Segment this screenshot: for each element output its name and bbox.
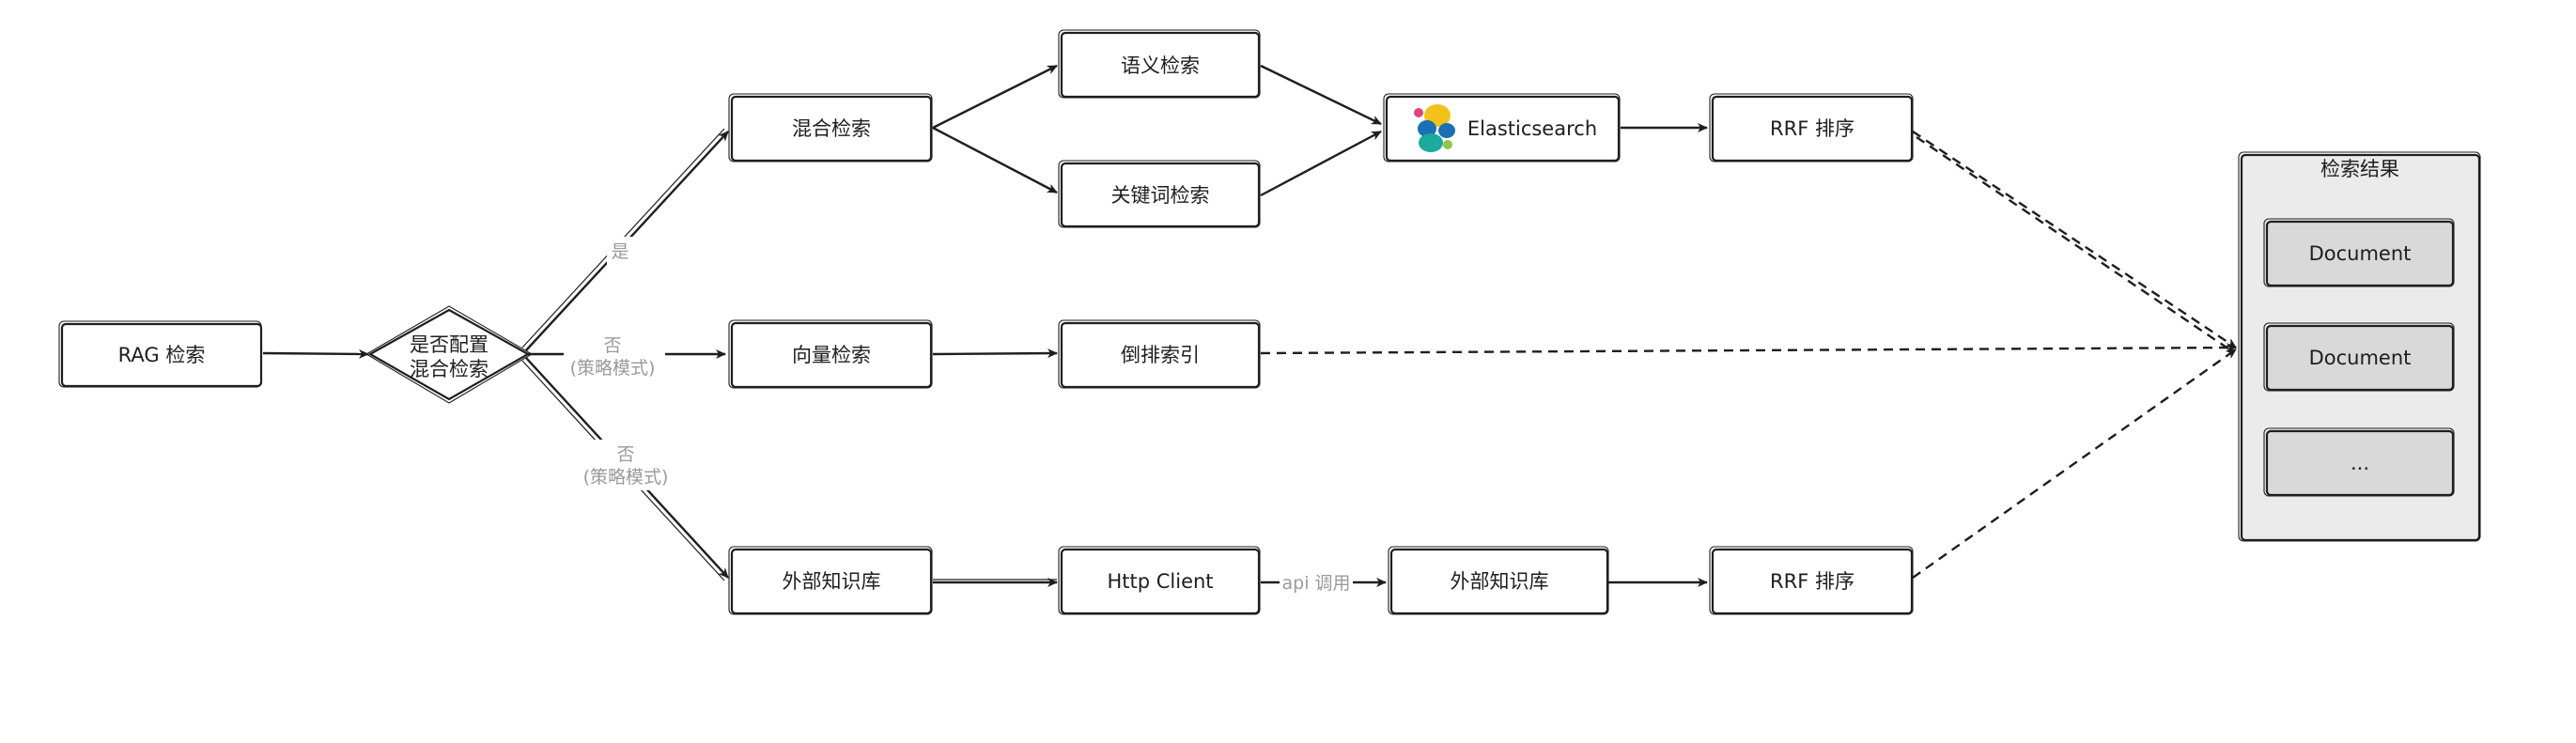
edge-labels: 是 否 (策略模式) 否 (策略模式) api 调用 [564,237,1351,594]
node-inverted-index[interactable]: 倒排索引 [1058,319,1261,389]
node-semantic-label: 语义检索 [1121,54,1200,77]
result-item-label: Document [2309,242,2412,265]
node-external-kb-1-label: 外部知识库 [783,570,881,593]
node-hybrid-label: 混合检索 [792,117,871,140]
edge-label-no-1: 否 [603,335,621,356]
node-external-kb-2[interactable]: 外部知识库 [1388,546,1609,615]
edge-rrf-bottom-to-results [1912,348,2237,579]
node-elasticsearch[interactable]: Elasticsearch [1383,93,1621,163]
edge-label-no-2-strategy: (策略模式) [583,467,669,488]
elasticsearch-logo-icon [1414,104,1455,152]
edge-semantic-to-es [1260,64,1382,126]
edge-hybrid-to-semantic [932,64,1058,130]
result-item[interactable]: ... [2263,427,2455,497]
node-decision-line1: 是否配置 [410,333,489,356]
node-inverted-index-label: 倒排索引 [1121,344,1200,366]
node-hybrid[interactable]: 混合检索 [728,93,933,163]
edge-index-to-results [1260,343,2237,355]
node-keyword[interactable]: 关键词检索 [1058,160,1261,228]
node-decision-line2: 混合检索 [410,358,489,380]
node-decision[interactable]: 是否配置 混合检索 [365,305,534,404]
node-vector[interactable]: 向量检索 [728,319,933,389]
node-rag-label: RAG 检索 [118,344,206,366]
node-external-kb-1[interactable]: 外部知识库 [728,546,933,615]
node-rrf-top[interactable]: RRF 排序 [1709,93,1914,163]
node-rrf-top-label: RRF 排序 [1770,117,1854,140]
results-panel: 检索结果 Document Document ... [2238,151,2481,542]
node-semantic[interactable]: 语义检索 [1058,29,1261,99]
edge-label-yes: 是 [611,241,628,262]
node-keyword-label: 关键词检索 [1111,184,1210,207]
result-item[interactable]: Document [2263,218,2455,287]
node-vector-label: 向量检索 [792,344,871,366]
edge-rag-to-decision [262,348,369,359]
edge-hybrid-to-keyword [932,126,1058,194]
node-rrf-bottom[interactable]: RRF 排序 [1709,546,1914,615]
node-rag[interactable]: RAG 检索 [58,320,263,388]
node-external-kb-2-label: 外部知识库 [1451,570,1549,593]
node-http-client-label: Http Client [1107,570,1213,593]
edge-vector-to-index [932,348,1058,359]
result-item-label: ... [2351,452,2369,474]
edge-label-api-call: api 调用 [1281,573,1350,594]
edge-label-no-2: 否 [616,444,634,465]
node-elasticsearch-label: Elasticsearch [1467,117,1597,140]
edge-keyword-to-es [1260,130,1382,197]
results-title: 检索结果 [2320,158,2399,180]
node-http-client[interactable]: Http Client [1058,546,1261,615]
node-rrf-bottom-label: RRF 排序 [1770,570,1854,593]
result-item-label: Document [2309,347,2412,369]
edge-rrf-top-to-results [1912,131,2237,348]
edge-label-no-1-strategy: (策略模式) [570,358,656,379]
result-item[interactable]: Document [2263,322,2455,392]
